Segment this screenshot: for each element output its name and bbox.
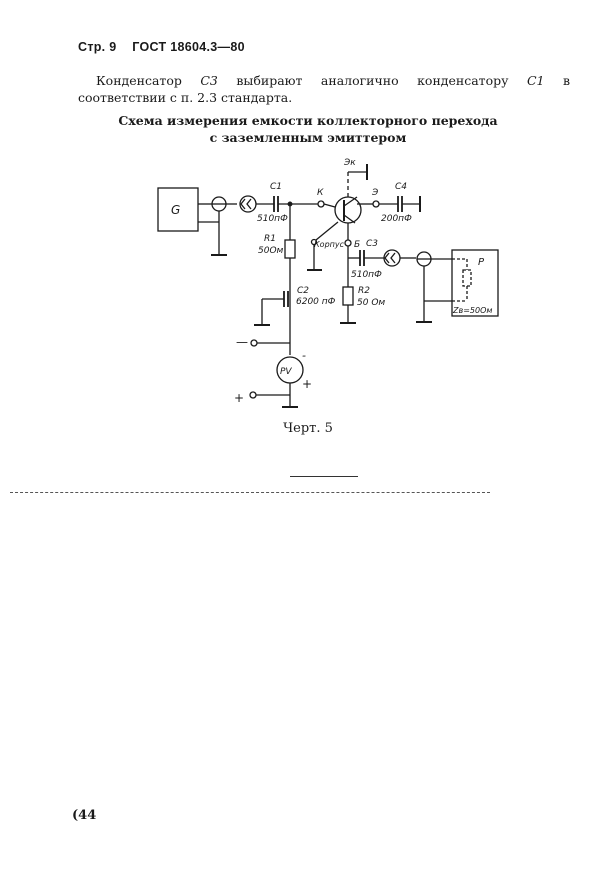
body-paragraph: Конденсатор С3 выбирают аналогично конде… [78,72,570,106]
generator-label: G [171,203,180,217]
heading-line-2: с заземленным эмиттером [209,130,407,145]
transistor-lead [343,214,356,224]
c3-value: 510пФ [351,270,382,280]
c3-name: С3 [366,239,378,249]
coax-plug-left [239,195,257,213]
paragraph-text-1: Конденсатор [96,73,201,88]
plus-terminal-label: + [234,391,244,405]
resistor-r1 [284,239,296,259]
receiver-label: P [478,257,485,268]
pv-label: PV [280,367,292,377]
r1-name: R1 [264,234,276,244]
load-resistor [462,269,472,287]
ek-label: Эк [343,158,356,168]
figure-heading: Схема измерения емкости коллекторного пе… [0,112,616,146]
figure-caption: Черт. 5 [283,421,333,436]
b-label: Б [354,240,360,250]
paragraph-text-2: выбирают аналогично конденсатору [217,73,527,88]
r1-value: 50Ом [258,246,284,256]
wire [323,203,336,208]
c4-value: 200пФ [381,214,412,224]
scan-line-artifact [10,492,490,493]
standard-number: ГОСТ 18604.3—80 [132,40,245,54]
coax-plug-right [383,249,401,267]
heading-line-1: Схема измерения емкости коллекторного пе… [118,113,498,128]
page-label: Стр. 9 [78,40,117,54]
node-korpus [310,238,318,246]
c1-name: С1 [270,182,282,192]
transistor-lead [343,196,358,207]
meter-plus-sign: + [302,377,312,391]
node-k [317,200,325,208]
r2-value: 50 Ом [357,298,385,308]
node-e [372,200,380,208]
c4-name: С4 [395,182,407,192]
plug-chevrons [240,198,252,210]
r2-name: R2 [358,286,370,296]
minus-terminal [250,339,258,347]
e-label: Э [371,188,379,198]
c2-value: 6200 пФ [296,297,336,307]
wire [315,221,339,241]
c2-name: С2 [297,286,309,296]
minus-terminal-label: — [236,335,248,349]
page-number: (44 [72,808,97,823]
meter-minus-sign: - [302,349,306,362]
generator-box [157,187,199,232]
circuit-schematic: G С1 510пФ R1 50Ом С2 6200 пФ — PV - + +… [157,158,499,408]
page-header: Стр. 9 ГОСТ 18604.3—80 [78,40,245,54]
k-label: К [317,188,324,198]
korpus-label: Корпус [314,240,345,249]
transistor [334,196,362,224]
separator-rule [290,476,358,477]
paragraph-text-3: в соответствии с п. 2.3 стандарта. [78,73,571,105]
c1-value: 510пФ [257,214,288,224]
resistor-r2 [342,286,354,306]
plus-terminal [249,391,257,399]
receiver-box [451,249,499,317]
plug-chevrons [384,252,396,264]
impedance-label: Zв=50Ом [452,306,492,315]
paragraph-c3: С3 [200,73,218,88]
paragraph-c1: С1 [526,73,545,88]
node-b [344,239,352,247]
